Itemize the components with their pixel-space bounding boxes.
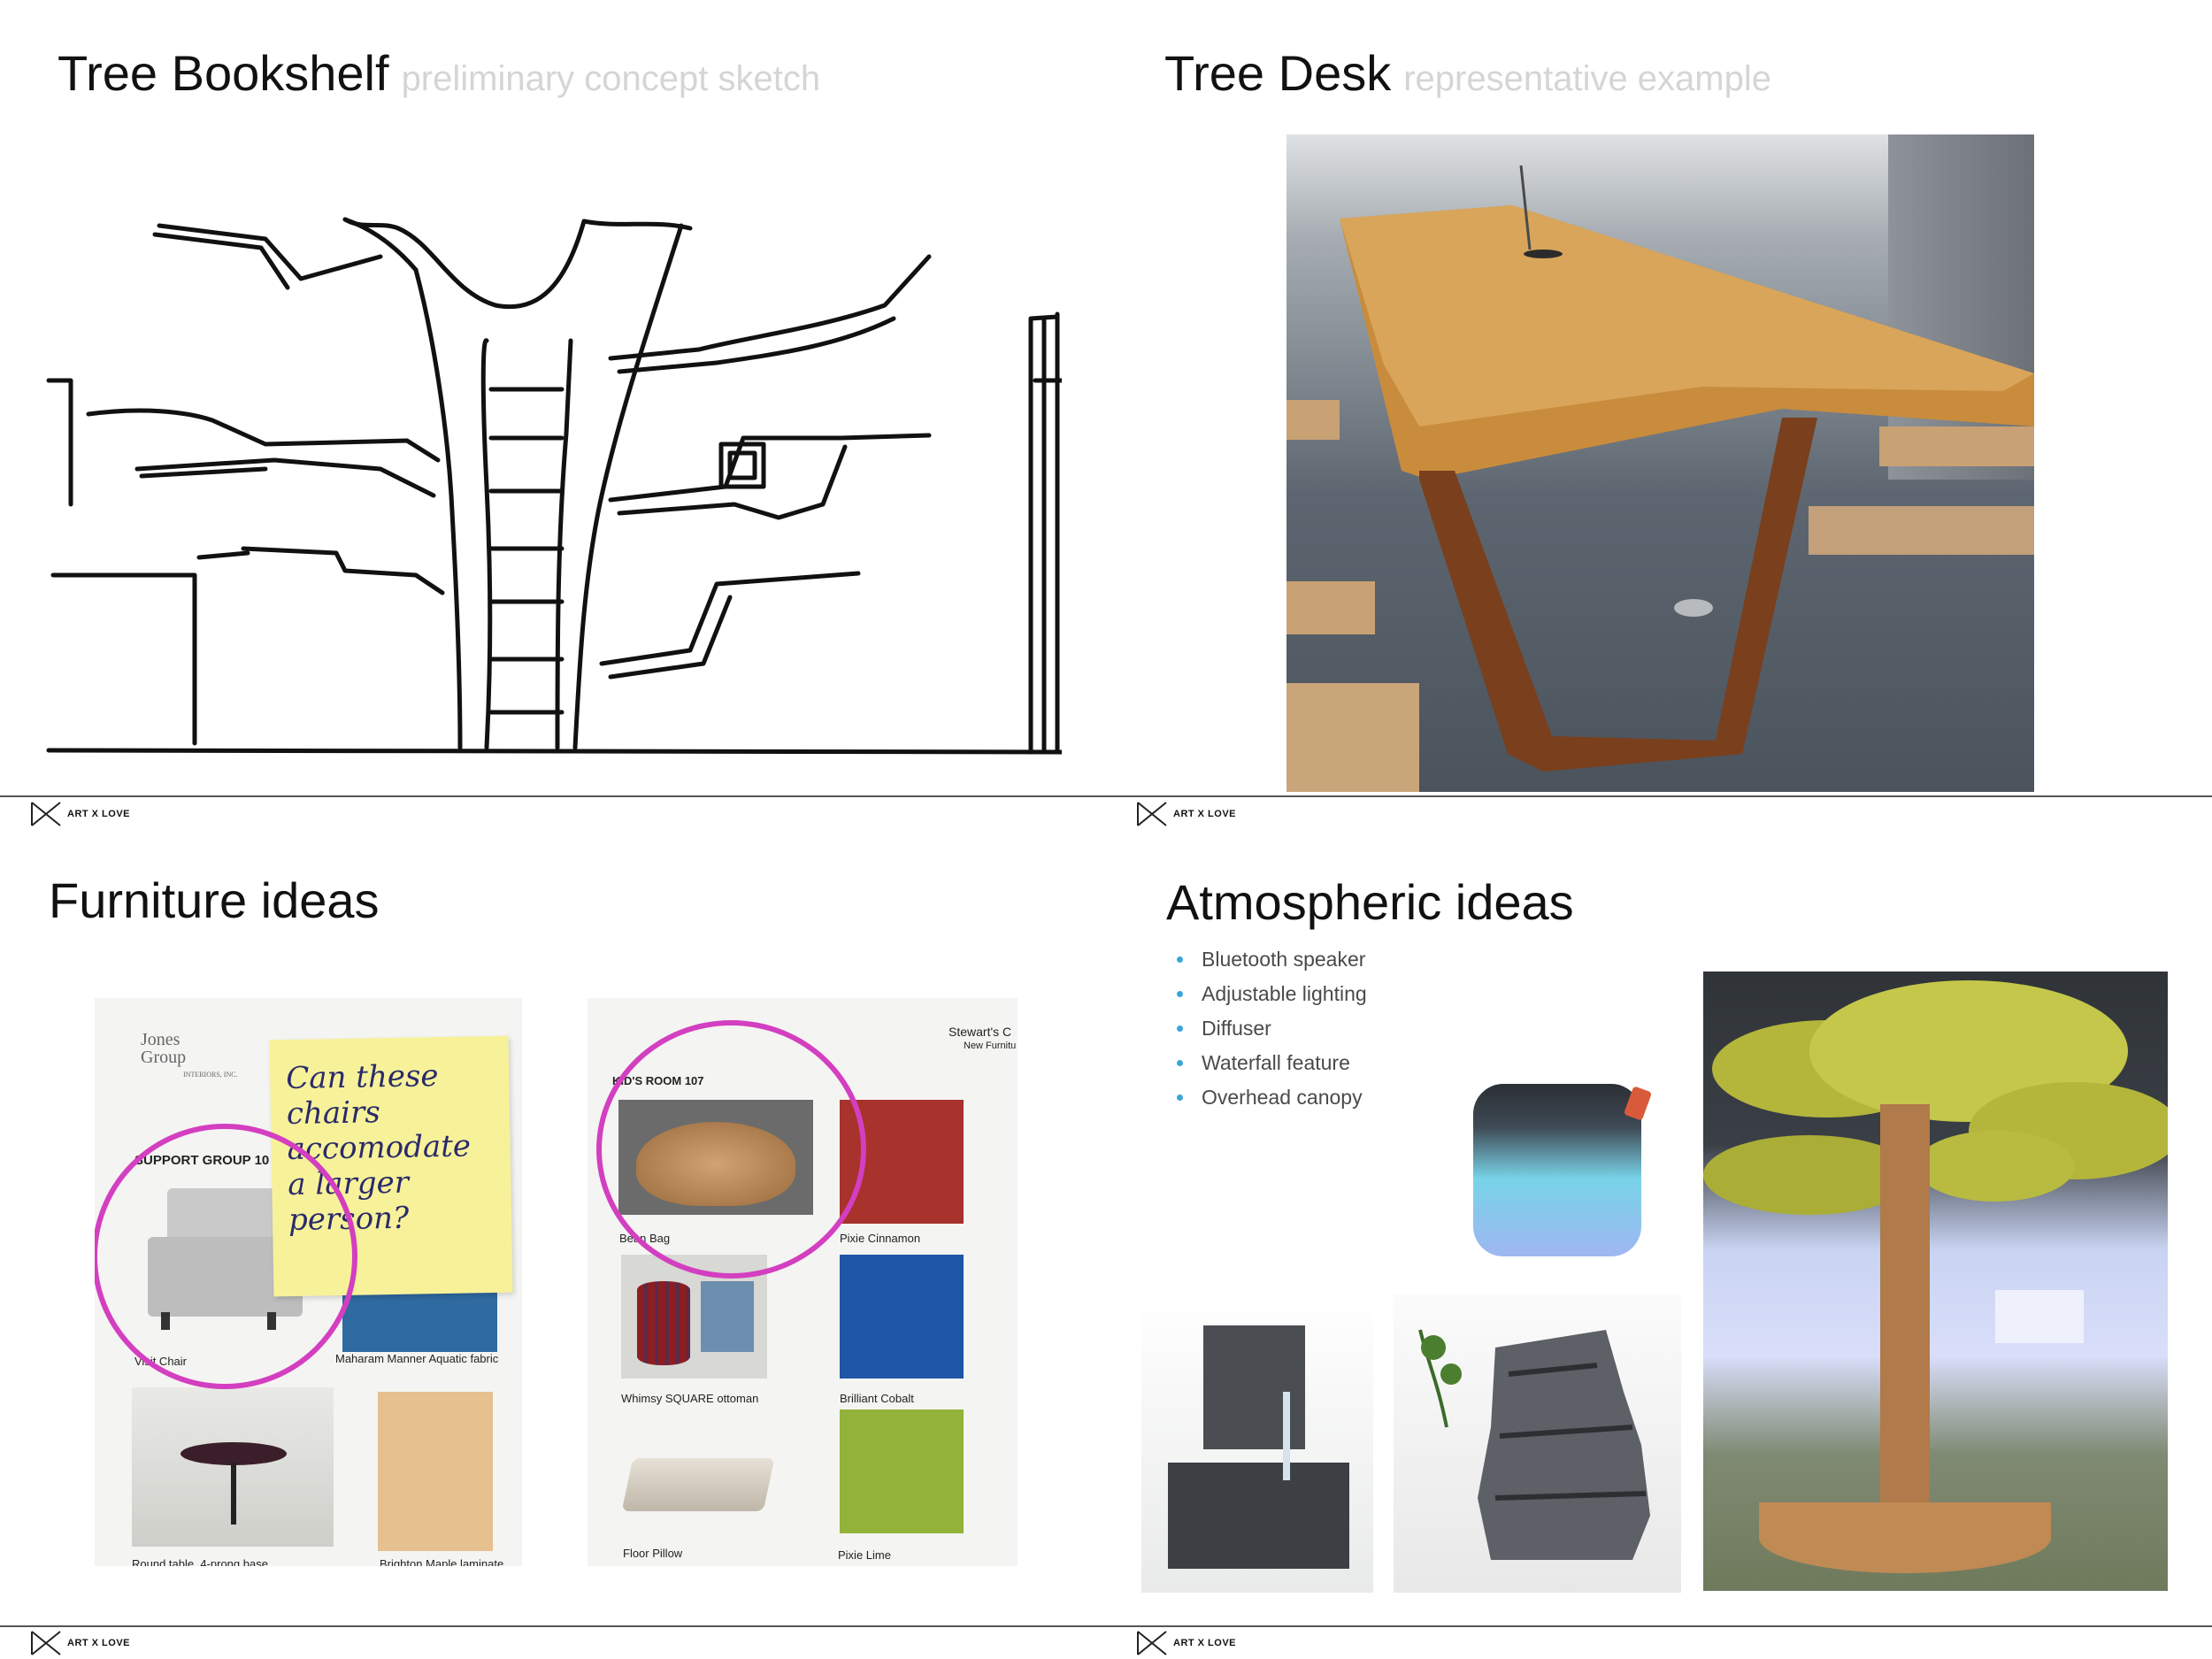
brand-jones: Jones bbox=[141, 1030, 180, 1049]
logo-bottom-right: ART X LOVE bbox=[1136, 1630, 1236, 1656]
tree-bookshelf-title: Tree Bookshelf preliminary concept sketch bbox=[58, 44, 820, 102]
whimsy-label: Whimsy SQUARE ottoman bbox=[621, 1392, 759, 1405]
bluetooth-speaker-image bbox=[1469, 1079, 1663, 1261]
tree-bookshelf-subtitle: preliminary concept sketch bbox=[401, 59, 821, 98]
logo-top-right: ART X LOVE bbox=[1136, 801, 1236, 827]
floor-plank bbox=[1809, 506, 2034, 555]
divider-bottom bbox=[0, 1625, 2212, 1627]
laminate-label: Brighton Maple laminate bbox=[380, 1557, 504, 1566]
table-stem bbox=[231, 1463, 236, 1525]
logo-text: ART X LOVE bbox=[1173, 809, 1237, 819]
furniture-sheet-2: Stewart's C New Furnitu KID'S ROOM 107 B… bbox=[588, 998, 1018, 1566]
furniture-title: Furniture ideas bbox=[49, 872, 380, 928]
divider-top bbox=[0, 795, 2212, 797]
floor-plank bbox=[1879, 426, 2034, 466]
logo-text: ART X LOVE bbox=[67, 809, 131, 819]
table-illustration bbox=[1340, 165, 2034, 772]
brand-sub: INTERIORS, INC. bbox=[183, 1071, 238, 1079]
logo-x-icon bbox=[31, 1631, 61, 1655]
list-item: Diffuser bbox=[1177, 1011, 1367, 1046]
floor-pillow-image bbox=[621, 1445, 775, 1525]
furniture-sheet-1: Jones Group INTERIORS, INC. SUPPORT GROU… bbox=[95, 998, 522, 1566]
tree-desk-title: Tree Desk representative example bbox=[1164, 44, 1771, 102]
logo-bottom-left: ART X LOVE bbox=[30, 1630, 130, 1656]
fountain-lower-basin bbox=[1168, 1463, 1349, 1569]
fountain-water bbox=[1283, 1392, 1290, 1480]
floor-pillow-label: Floor Pillow bbox=[623, 1547, 683, 1560]
atmospheric-title: Atmospheric ideas bbox=[1166, 874, 1574, 930]
list-item: Adjustable lighting bbox=[1177, 977, 1367, 1011]
floor-plank bbox=[1286, 400, 1340, 440]
overhead-canopy-image bbox=[1703, 972, 2168, 1591]
new-furniture-header: New Furnitu bbox=[964, 1041, 1017, 1051]
table-top bbox=[180, 1442, 287, 1465]
brand-group: Group bbox=[141, 1048, 187, 1067]
swatch-cobalt bbox=[840, 1255, 964, 1379]
fabric-label: Maharam Manner Aquatic fabric bbox=[335, 1352, 499, 1365]
list-item: Overhead canopy bbox=[1177, 1080, 1367, 1115]
list-item: Waterfall feature bbox=[1177, 1046, 1367, 1080]
logo-x-icon bbox=[1137, 802, 1167, 826]
tree-bookshelf-sketch bbox=[46, 217, 1062, 755]
atmospheric-list: Bluetooth speaker Adjustable lighting Di… bbox=[1177, 942, 1367, 1115]
cube-fountain-image bbox=[1141, 1294, 1373, 1593]
swatch-lime bbox=[840, 1409, 964, 1533]
logo-top-left: ART X LOVE bbox=[30, 801, 130, 827]
ottoman-blue bbox=[701, 1281, 754, 1352]
tree-desk-title-text: Tree Desk bbox=[1164, 45, 1392, 101]
rock-fountain-shape bbox=[1418, 1329, 1650, 1560]
list-item: Bluetooth speaker bbox=[1177, 942, 1367, 977]
floor-pillow-shape bbox=[621, 1458, 775, 1511]
brilliant-cobalt-label: Brilliant Cobalt bbox=[840, 1392, 914, 1405]
logo-text: ART X LOVE bbox=[67, 1638, 131, 1648]
chair-highlight-circle bbox=[95, 1124, 357, 1389]
logo-text: ART X LOVE bbox=[1173, 1638, 1237, 1648]
ottoman-red bbox=[637, 1281, 690, 1365]
stewarts-header: Stewart's C bbox=[949, 1025, 1012, 1039]
tree-desk-subtitle: representative example bbox=[1403, 59, 1771, 98]
tree-bookshelf-title-text: Tree Bookshelf bbox=[58, 45, 389, 101]
swatch-maple bbox=[378, 1392, 493, 1551]
floor-plank bbox=[1286, 683, 1419, 792]
logo-x-icon bbox=[1137, 1631, 1167, 1655]
pixie-cinnamon-label: Pixie Cinnamon bbox=[840, 1232, 921, 1245]
round-table-label: Round table, 4-prong base bbox=[132, 1557, 268, 1566]
floor-plank bbox=[1286, 581, 1375, 634]
logo-x-icon bbox=[31, 802, 61, 826]
bean-bag-highlight-circle bbox=[596, 1020, 866, 1279]
canopy-illustration bbox=[1703, 980, 2168, 1573]
rock-fountain-image bbox=[1394, 1294, 1681, 1593]
pixie-lime-label: Pixie Lime bbox=[838, 1548, 891, 1562]
speaker-body bbox=[1473, 1084, 1641, 1256]
tree-desk-photo bbox=[1286, 134, 2034, 792]
round-table-image bbox=[132, 1387, 334, 1547]
